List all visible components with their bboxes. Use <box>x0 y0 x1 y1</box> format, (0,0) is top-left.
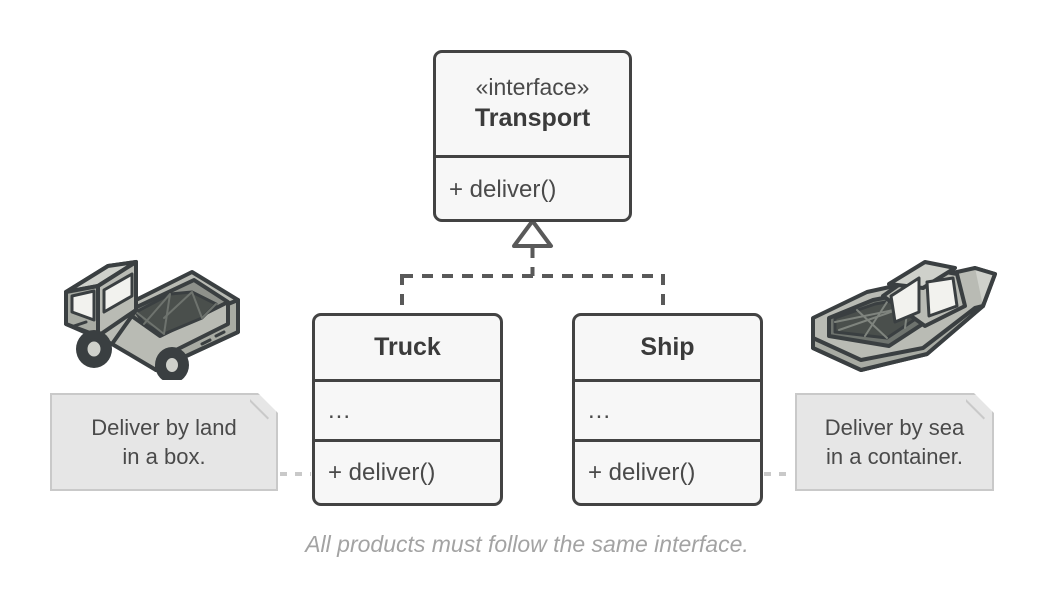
uml-class-transport[interactable]: «interface» Transport + deliver() <box>433 50 632 222</box>
transport-stereotype: «interface» <box>475 73 590 100</box>
truck-method-deliver: + deliver() <box>328 458 436 486</box>
ship-method-deliver: + deliver() <box>588 458 696 486</box>
ship-icon <box>811 260 997 372</box>
diagram-caption: All products must follow the same interf… <box>305 531 749 557</box>
truck-attributes: ... <box>328 396 352 424</box>
ship-header: Ship <box>575 316 760 379</box>
realization-arrowhead-icon <box>512 219 553 248</box>
truck-method-row: + deliver() <box>315 439 500 503</box>
note-ship: Deliver by sea in a container. <box>795 393 994 491</box>
ship-attributes: ... <box>588 396 612 424</box>
note-ship-text: Deliver by sea in a container. <box>824 414 965 469</box>
note-fold-edge-icon <box>250 393 278 421</box>
uml-class-truck[interactable]: Truck ... + deliver() <box>312 313 503 506</box>
note-truck: Deliver by land in a box. <box>50 393 278 491</box>
transport-classname: Transport <box>474 104 591 133</box>
truck-classname: Truck <box>374 333 441 362</box>
transport-header: «interface» Transport <box>436 53 629 155</box>
truck-attributes-row: ... <box>315 379 500 439</box>
truck-header: Truck <box>315 316 500 379</box>
ship-method-row: + deliver() <box>575 439 760 503</box>
transport-method-deliver: + deliver() <box>449 176 557 203</box>
uml-class-ship[interactable]: Ship ... + deliver() <box>572 313 763 506</box>
truck-icon <box>64 260 240 380</box>
ship-attributes-row: ... <box>575 379 760 439</box>
ship-classname: Ship <box>640 333 695 362</box>
transport-method-row: + deliver() <box>436 155 629 219</box>
note-truck-text: Deliver by land in a box. <box>91 414 237 469</box>
note-fold-edge-icon <box>966 393 994 421</box>
